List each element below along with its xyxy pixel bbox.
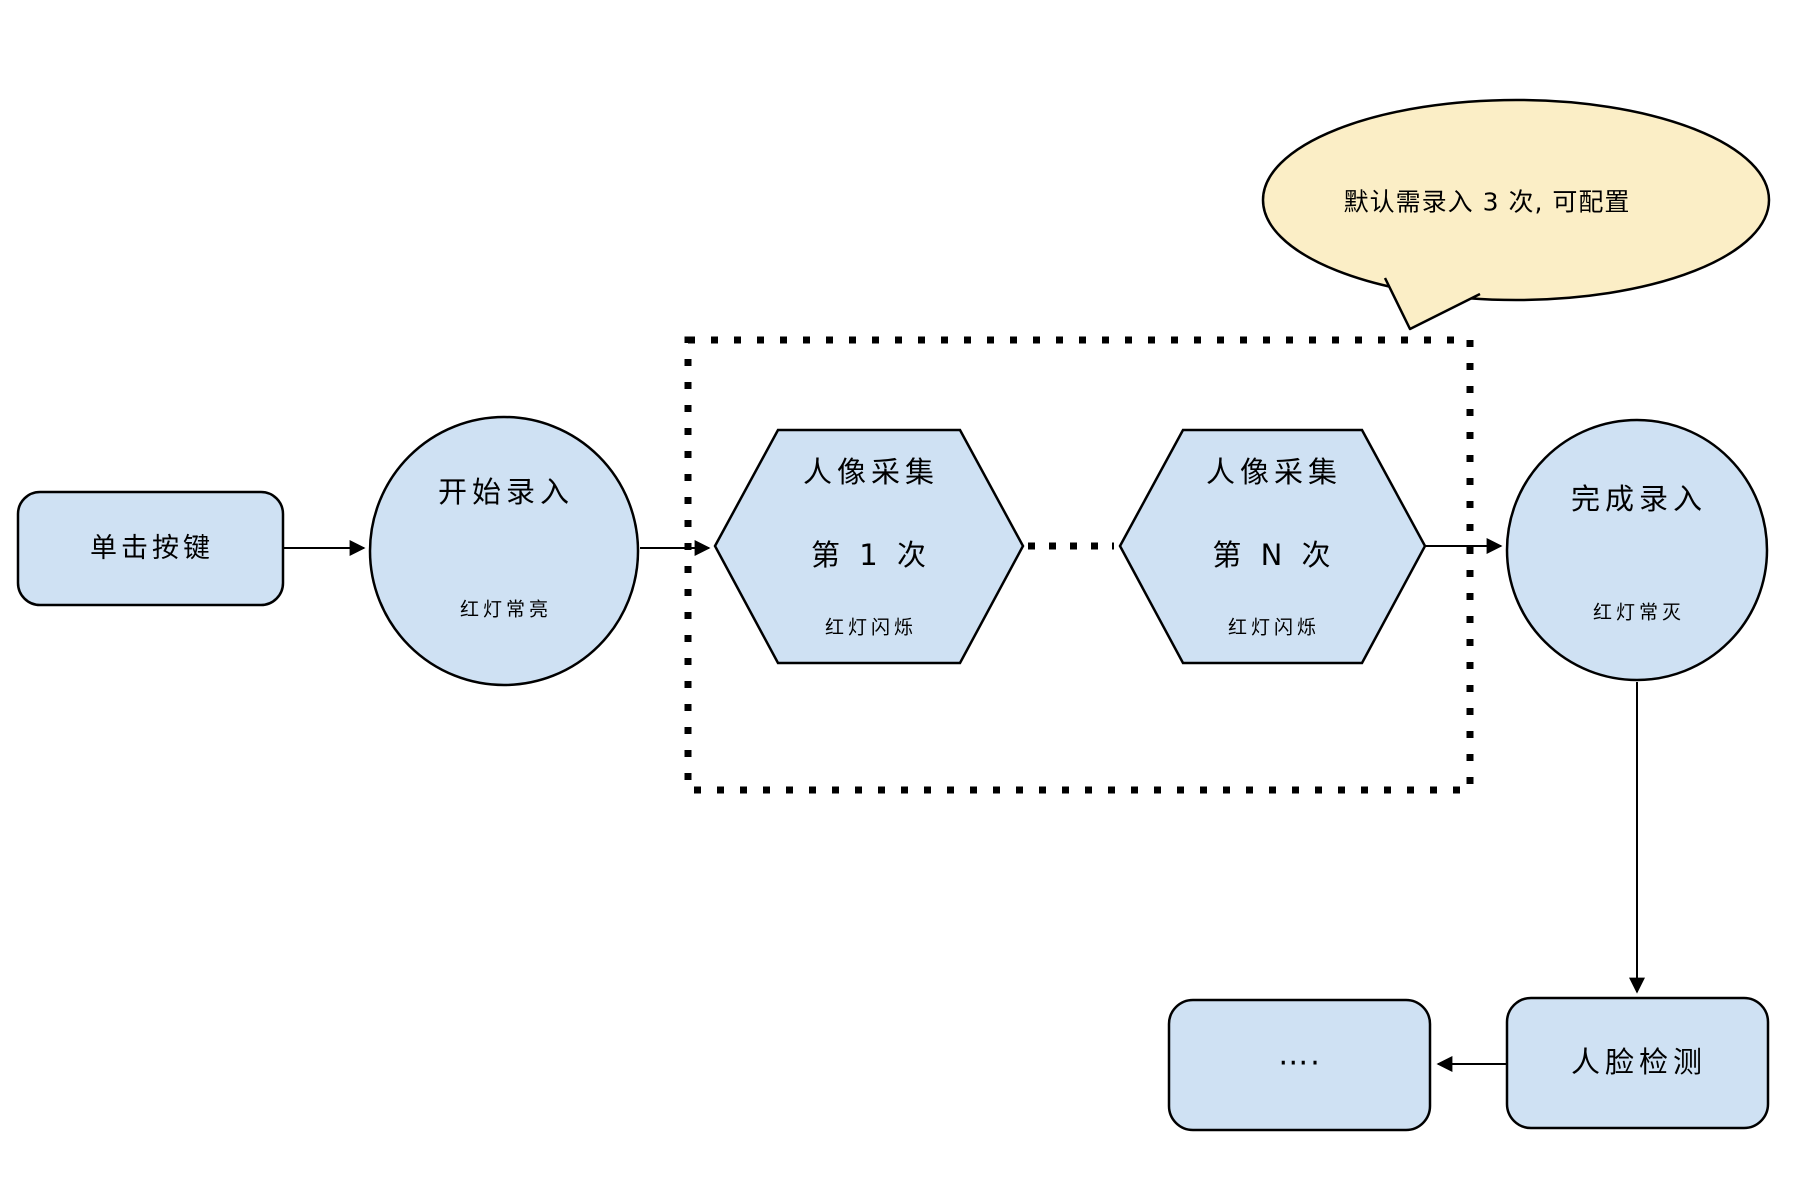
click-button-label: 单击按键 — [90, 533, 214, 565]
face-detection-label: 人脸检测 — [1570, 1045, 1708, 1080]
start-entry-status: 红灯常亮 — [459, 598, 553, 621]
node-finish-entry-circle — [1505, 418, 1769, 682]
ellipsis-box-label: …. — [1278, 1037, 1322, 1073]
capture-nth-status: 红灯闪烁 — [1227, 616, 1321, 639]
speech-bubble-text: 默认需录入 3 次, 可配置 — [1343, 187, 1631, 217]
capture-first-status: 红灯闪烁 — [824, 616, 918, 639]
node-start-entry-circle — [368, 415, 640, 687]
node-ellipsis-box — [1167, 998, 1432, 1132]
speech-bubble — [1261, 98, 1771, 302]
finish-entry-label: 完成录入 — [1570, 482, 1708, 517]
speech-bubble-tail — [1383, 277, 1481, 331]
loop-boundary-dotted-box — [684, 336, 1474, 794]
capture-first-subtitle: 第 1 次 — [811, 538, 931, 573]
capture-nth-title: 人像采集 — [1205, 455, 1343, 490]
finish-entry-status: 红灯常灭 — [1592, 601, 1686, 624]
start-entry-label: 开始录入 — [437, 475, 575, 510]
capture-nth-subtitle: 第 N 次 — [1212, 538, 1336, 573]
node-capture-first-hexagon — [713, 428, 1025, 665]
capture-first-title: 人像采集 — [802, 455, 940, 490]
